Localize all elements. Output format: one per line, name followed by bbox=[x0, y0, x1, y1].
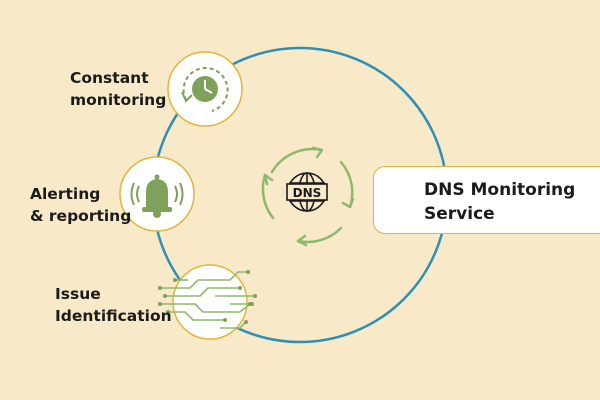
label-issue-identification: Issue Identification bbox=[55, 285, 172, 325]
circuit-badge bbox=[158, 264, 257, 340]
dns-globe-icon bbox=[286, 172, 328, 212]
label-alerting-reporting: Alerting & reporting bbox=[30, 185, 132, 225]
cycle-arrows-icon bbox=[261, 146, 355, 247]
clock-cycle-icon bbox=[181, 66, 229, 112]
clock-cycle-badge bbox=[167, 51, 243, 127]
circuit-icon bbox=[160, 271, 255, 329]
dns-globe-text: DNS bbox=[293, 186, 322, 200]
service-title: DNS Monitoring Service bbox=[424, 180, 576, 224]
bell-icon bbox=[130, 174, 184, 218]
label-constant-monitoring: Constant monitoring bbox=[70, 69, 167, 109]
circuit-nodes bbox=[158, 270, 257, 324]
bell-badge bbox=[119, 156, 195, 232]
service-box: DNS Monitoring Service bbox=[373, 166, 600, 234]
